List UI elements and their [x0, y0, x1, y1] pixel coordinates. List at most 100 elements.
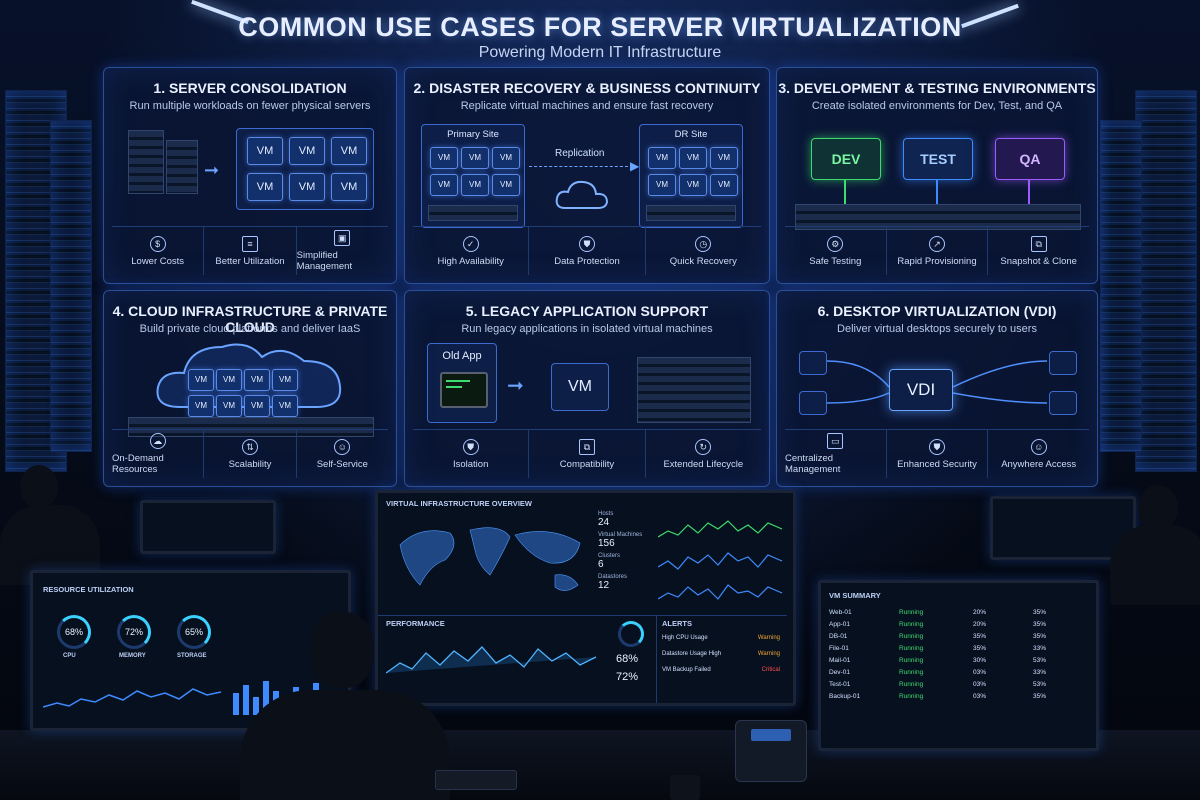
- vm-box: VM: [492, 147, 520, 169]
- card-subtitle: Build private cloud platforms and delive…: [139, 323, 361, 335]
- feature-label: Data Protection: [554, 255, 620, 267]
- old-app-box: Old App: [427, 343, 497, 423]
- vm-box: VM: [289, 137, 325, 165]
- card-subtitle: Run legacy applications in isolated virt…: [461, 323, 713, 335]
- vm-status: Running: [899, 633, 924, 640]
- gear-icon: ⚙: [827, 235, 844, 252]
- physical-server-icon: [166, 140, 198, 194]
- feature-label: Rapid Provisioning: [897, 255, 977, 267]
- env-dev: DEV: [811, 138, 881, 180]
- card-title: 2. DISASTER RECOVERY & BUSINESS CONTINUI…: [413, 80, 761, 96]
- feature-item: ⧉Compatibility: [529, 430, 646, 478]
- vm-name: App-01: [829, 621, 850, 628]
- infrastructure-overview-monitor: VIRTUAL INFRASTRUCTURE OVERVIEW Hosts 24…: [375, 490, 796, 706]
- vm-box: VM: [648, 174, 676, 196]
- terminal-icon: [440, 372, 488, 408]
- feature-label: Quick Recovery: [669, 255, 737, 267]
- desk-phone: [735, 720, 807, 782]
- old-app-label: Old App: [442, 350, 482, 362]
- feature-label: On-Demand Resources: [112, 453, 164, 475]
- vm-cpu: 35%: [973, 645, 987, 652]
- vm-box: VM: [679, 174, 707, 196]
- vm-box: VM: [216, 369, 242, 391]
- feature-item: ⚙Safe Testing: [785, 227, 887, 275]
- storage-gauge: 65%: [177, 615, 211, 649]
- feature-list: ⛊Isolation ⧉Compatibility ↻Extended Life…: [413, 429, 761, 478]
- server-icon: [428, 205, 518, 221]
- card-subtitle: Replicate virtual machines and ensure fa…: [460, 100, 714, 112]
- operator-silhouette: [1110, 525, 1200, 605]
- list-icon: ≡: [241, 235, 258, 252]
- shield-icon: ⛊: [578, 235, 595, 252]
- stat-label: Hosts: [598, 511, 614, 517]
- gauge-label: MEMORY: [119, 653, 146, 659]
- background-monitor: [140, 500, 276, 554]
- feature-label: Anywhere Access: [1001, 458, 1077, 470]
- keyboard: [435, 770, 517, 790]
- vm-memory: 33%: [1033, 669, 1047, 676]
- monitor-title: VM SUMMARY: [829, 591, 881, 600]
- card-subtitle: Deliver virtual desktops securely to use…: [837, 323, 1037, 335]
- card-private-cloud: 4. CLOUD INFRASTRUCTURE & PRIVATE CLOUD …: [103, 290, 397, 487]
- monitor-title: VIRTUAL INFRASTRUCTURE OVERVIEW: [386, 499, 532, 508]
- card-title: 4. CLOUD INFRASTRUCTURE & PRIVATE CLOUD: [112, 303, 388, 335]
- vm-box: VM: [648, 147, 676, 169]
- arrow-right-icon: ➞: [507, 375, 524, 397]
- feature-item: ⛊Enhanced Security: [887, 430, 989, 478]
- trend-charts: [658, 520, 783, 600]
- gauge-label: CPU: [63, 653, 76, 659]
- vm-name: Dev-01: [829, 669, 850, 676]
- alert-text: Datastore Usage High: [662, 651, 722, 657]
- vm-name: Web-01: [829, 609, 852, 616]
- card-title: 6. DESKTOP VIRTUALIZATION (VDI): [817, 303, 1057, 319]
- card-title: 5. LEGACY APPLICATION SUPPORT: [465, 303, 709, 319]
- shield-check-icon: ✓: [462, 235, 479, 252]
- feature-item: ▭ Centralized Management: [785, 430, 887, 478]
- replication-label: Replication: [555, 148, 605, 159]
- feature-item: ⧉Snapshot & Clone: [988, 227, 1089, 275]
- vm-status: Running: [899, 669, 924, 676]
- divider: [378, 615, 787, 616]
- vm-box: VM: [247, 173, 283, 201]
- connector-line: [844, 180, 846, 206]
- memory-value: 72%: [616, 671, 639, 683]
- alert-text: High CPU Usage: [662, 635, 708, 641]
- feature-label: High Availability: [437, 255, 504, 267]
- vm-box: VM: [216, 395, 242, 417]
- layers-icon: ⧉: [578, 438, 595, 455]
- server-rack: [1135, 90, 1197, 472]
- monitor-icon: ▭: [827, 433, 844, 449]
- connector-line: [1028, 180, 1030, 206]
- arrow-right-icon: ▶: [630, 159, 640, 173]
- utilization-line-chart: [43, 688, 222, 708]
- user-icon: ☺: [334, 438, 351, 455]
- feature-label: Scalability: [228, 458, 272, 470]
- vm-box: VM: [710, 174, 738, 196]
- vm-box: VM: [188, 369, 214, 391]
- physical-server-icon: [128, 130, 164, 194]
- vm-box: VM: [244, 395, 270, 417]
- vm-memory: 33%: [1033, 645, 1047, 652]
- card-title: 1. SERVER CONSOLIDATION: [153, 80, 347, 96]
- boxes-icon: ▣: [334, 230, 351, 246]
- feature-label: Centralized Management: [785, 453, 841, 475]
- server-icon: [128, 417, 374, 437]
- feature-item: ▣Simplified Management: [297, 227, 388, 275]
- vm-box: VM: [331, 173, 367, 201]
- vm-status: Running: [899, 681, 924, 688]
- stat-value: 24: [598, 517, 610, 528]
- vm-memory: 35%: [1033, 633, 1047, 640]
